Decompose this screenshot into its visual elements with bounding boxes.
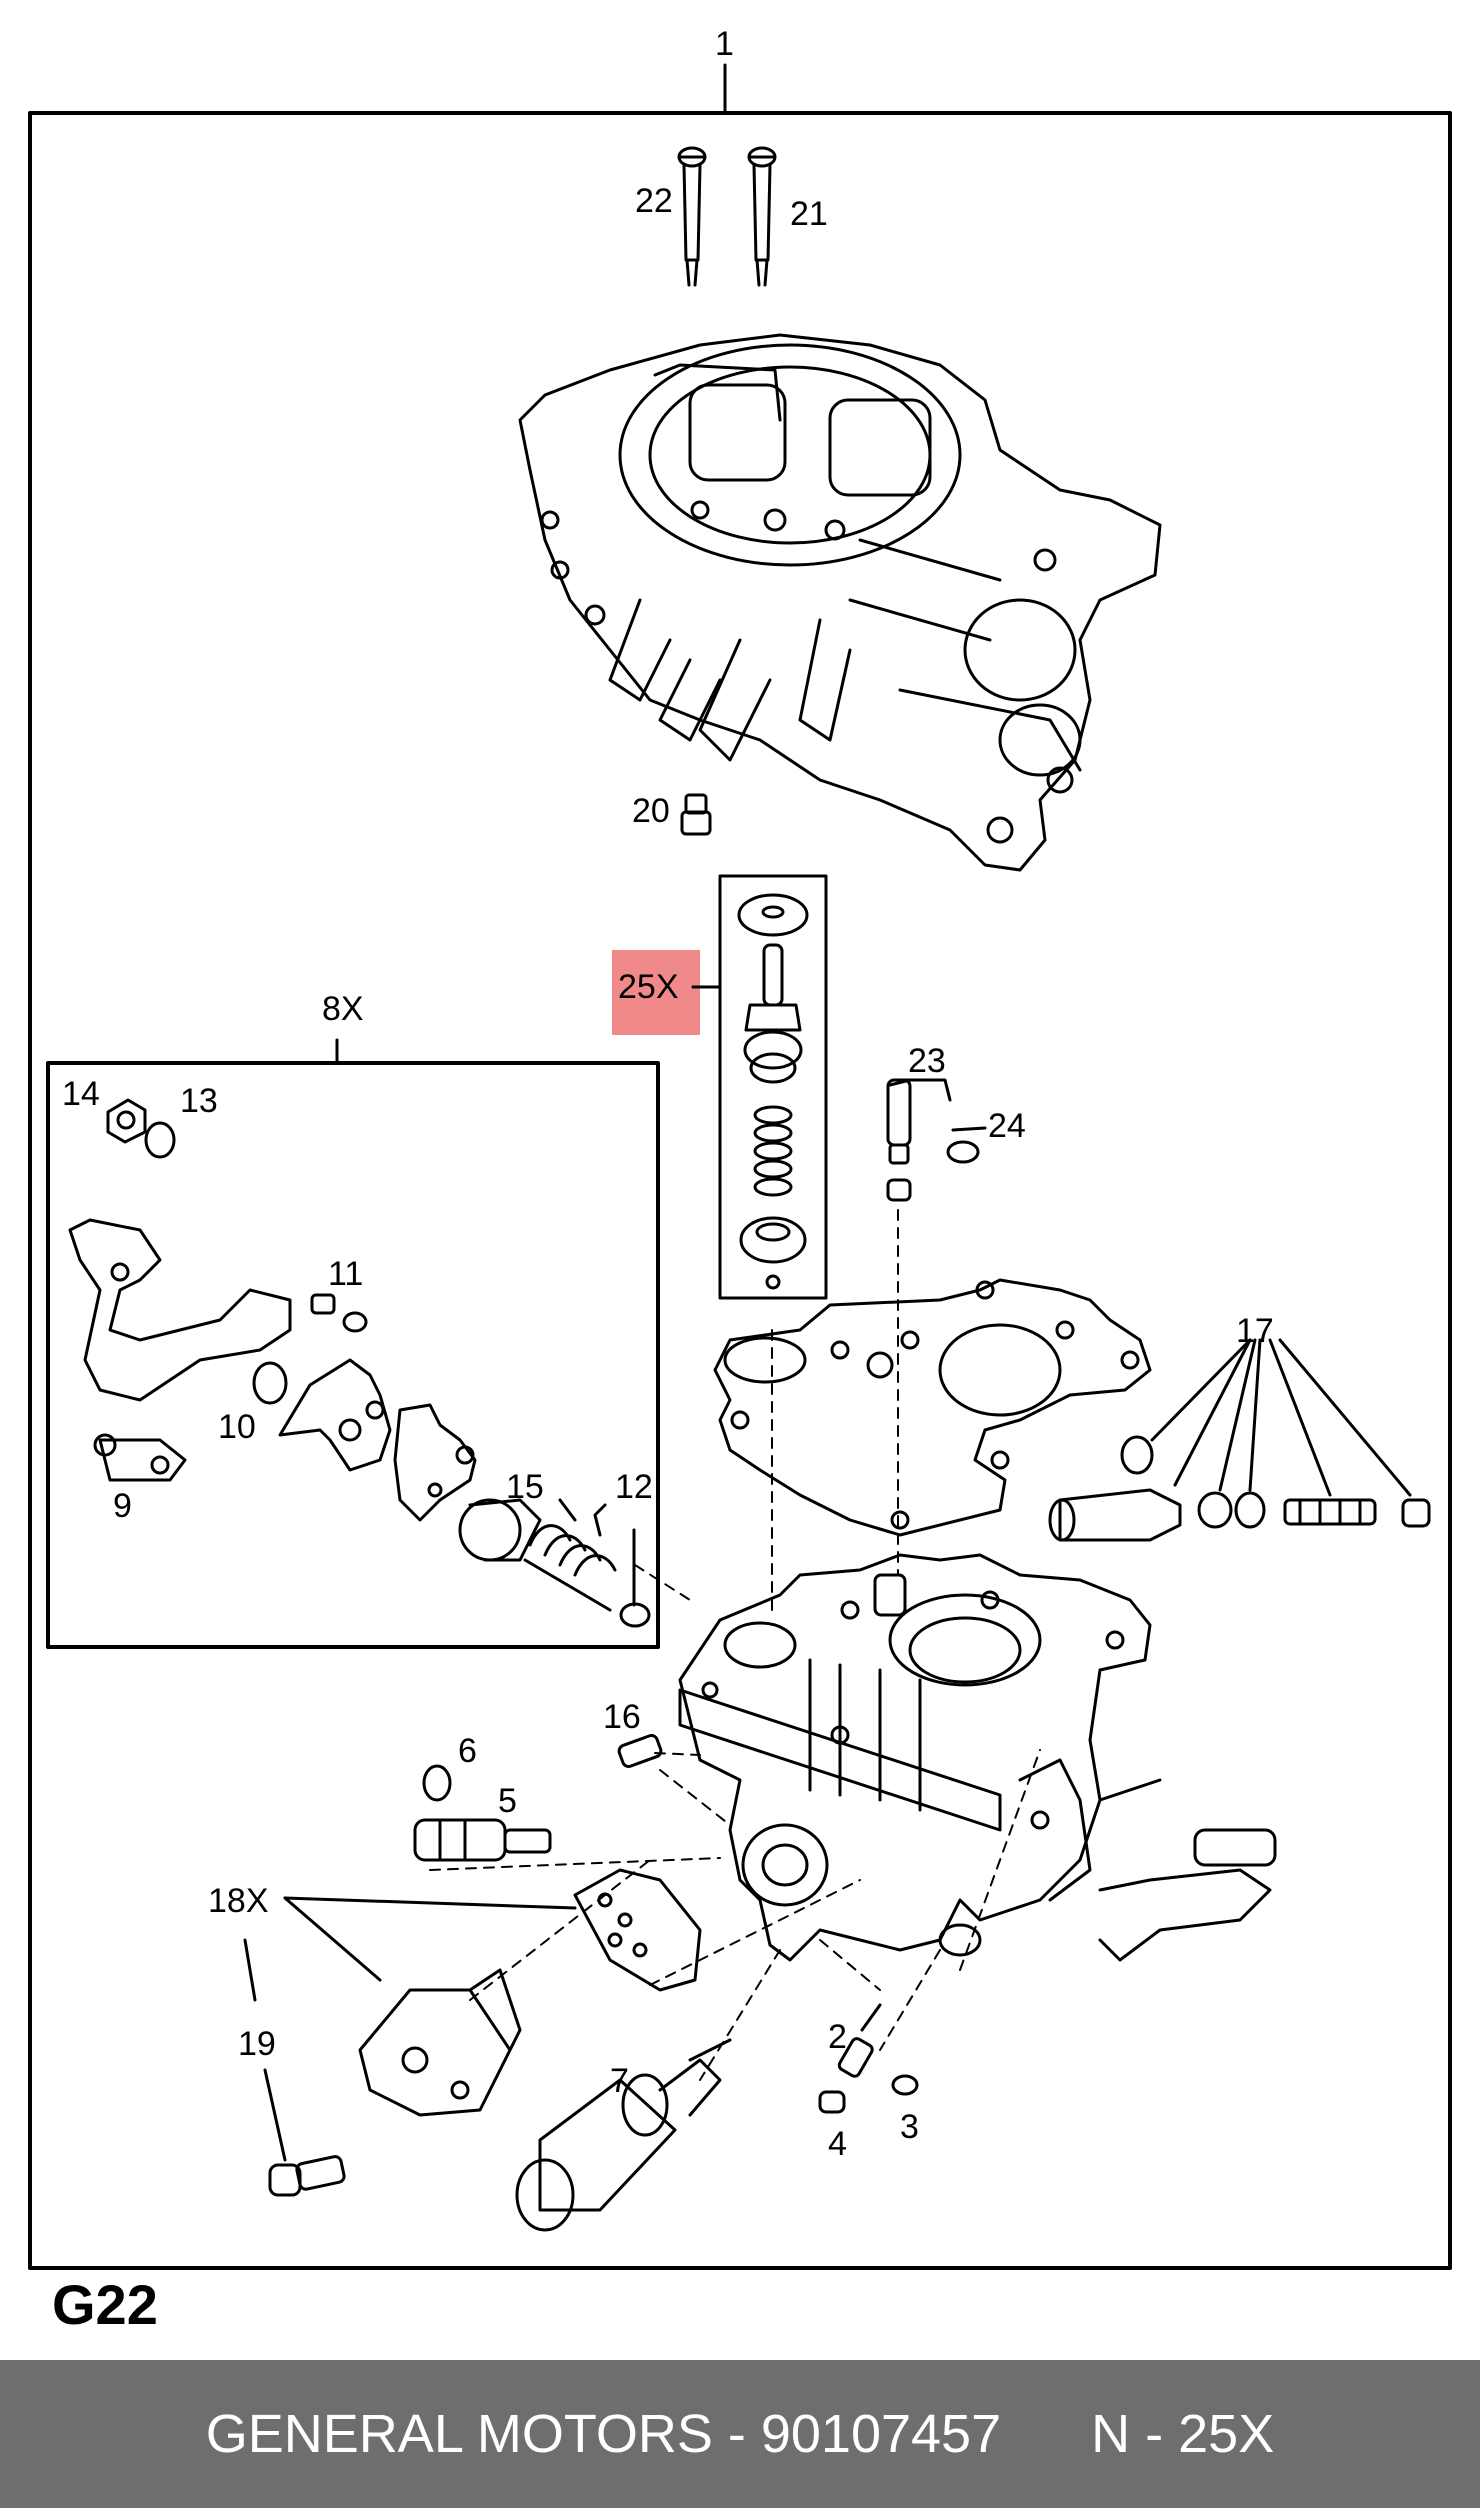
kit-25x-parts [737, 893, 809, 1290]
label-18x: 18X [208, 1882, 269, 1920]
label-4: 4 [828, 2125, 847, 2163]
exploded-parts-diagram: 1 22 21 20 25X 23 24 8X 14 13 11 10 9 15… [28, 25, 1452, 2270]
footer-bar: GENERAL MOTORS - 90107457 N - 25X [0, 2360, 1480, 2508]
screw-21 [747, 146, 777, 287]
label-19: 19 [238, 2025, 276, 2063]
footer-brand: GENERAL MOTORS [205, 2404, 713, 2464]
carburettor-top-cover [518, 333, 1162, 872]
label-16: 16 [603, 1698, 641, 1736]
o-ring-6 [422, 1764, 452, 1802]
footer-separator: - [712, 2404, 761, 2464]
footer-part-number: 90107457 [760, 2404, 1002, 2464]
main-frame [28, 111, 1452, 2270]
jet-20 [680, 793, 712, 836]
label-3: 3 [900, 2108, 919, 2146]
label-2: 2 [828, 2018, 847, 2056]
diagram-code: G22 [52, 2273, 158, 2336]
label-11: 11 [328, 1255, 363, 1293]
kit-25x-highlight [612, 950, 700, 1035]
label-15: 15 [506, 1468, 544, 1506]
screw-2 [837, 2003, 882, 2078]
label-7: 7 [610, 2062, 629, 2100]
label-21: 21 [790, 195, 828, 233]
solenoid-7 [515, 2038, 732, 2232]
screw-5 [413, 1818, 552, 1862]
label-22: 22 [635, 182, 673, 220]
kit-8x-parts [68, 1098, 651, 1628]
label-17: 17 [1236, 1312, 1274, 1350]
ring-4 [818, 2090, 846, 2114]
kit-25x-box [718, 874, 828, 1300]
label-24: 24 [988, 1107, 1026, 1145]
valve-23 [886, 1078, 952, 1202]
screw-19 [268, 2155, 346, 2197]
screw-16 [617, 1734, 663, 1768]
label-13: 13 [180, 1082, 218, 1120]
label-23: 23 [908, 1042, 946, 1080]
label-8x: 8X [322, 990, 364, 1028]
label-14: 14 [62, 1075, 100, 1113]
gasket-18x [573, 1868, 702, 1992]
footer-ref: N - 25X [1091, 2404, 1275, 2464]
carburettor-main-body [678, 1553, 1277, 1962]
label-6: 6 [458, 1732, 477, 1770]
cover-19 [358, 1968, 522, 2117]
leader-lines-17 [1150, 1338, 1412, 1497]
washer-24 [946, 1140, 980, 1164]
screw-22 [677, 146, 707, 287]
label-5: 5 [498, 1782, 517, 1820]
label-12: 12 [615, 1468, 653, 1506]
leader-lines [888, 1078, 987, 1132]
label-25x: 25X [618, 968, 679, 1006]
ring-3 [891, 2074, 919, 2096]
label-9: 9 [113, 1487, 132, 1525]
gasket [713, 1278, 1152, 1537]
label-10: 10 [218, 1408, 256, 1446]
leader-lines-18x-19 [243, 1896, 577, 2162]
footer-gap [1001, 2403, 1091, 2465]
label-20: 20 [632, 792, 670, 830]
parts-17 [1048, 1435, 1431, 1542]
kit-8x-box [46, 1061, 660, 1649]
label-1: 1 [715, 25, 734, 63]
